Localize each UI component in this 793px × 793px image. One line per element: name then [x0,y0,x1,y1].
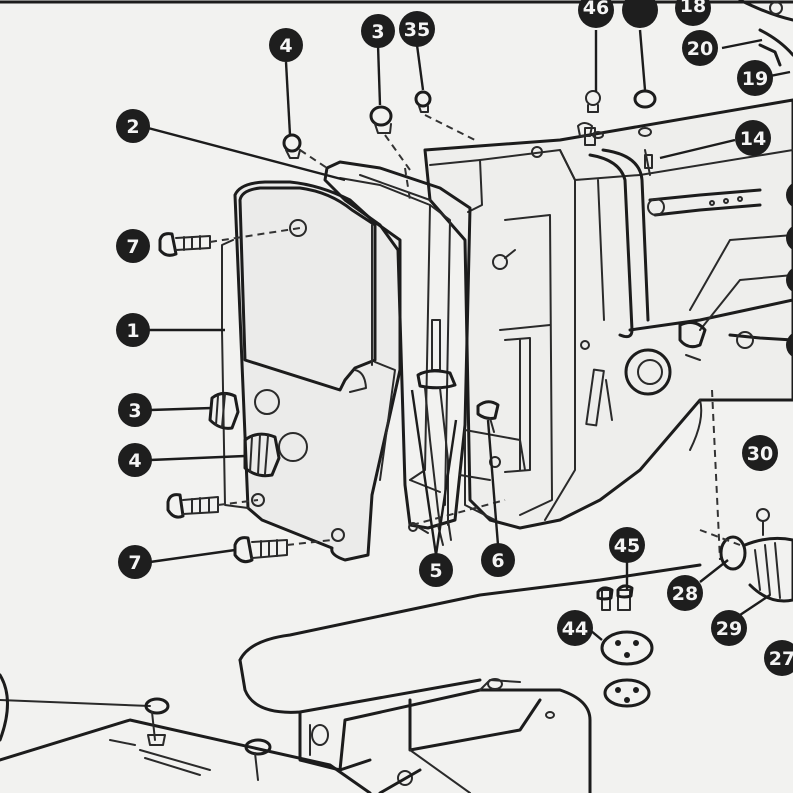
callout-label: 20 [687,38,713,60]
callout-27: 27 [764,640,793,676]
callout-label: 7 [128,552,141,574]
callout-46: 46 [578,0,614,28]
top-right-parts [584,0,793,176]
callout-4-top: 4 [269,28,303,62]
callout-19: 19 [737,60,773,96]
machine-head [423,98,793,530]
needle-bar-assembly [408,319,526,546]
bed-plate-parts [600,589,654,708]
callout-label: 7 [126,236,139,258]
callout-label: 1 [126,320,139,342]
callout-partial-top [622,0,658,28]
callout-29: 29 [711,610,747,646]
callout-3-top: 3 [361,14,395,48]
callout-7-top: 7 [116,229,150,263]
callout-partial-right-3 [786,267,793,293]
callout-partial-right-2 [786,225,793,251]
callout-label: 3 [371,21,384,43]
callout-4-left: 4 [118,443,152,477]
callout-20: 20 [682,30,718,66]
callout-label: 46 [583,0,609,19]
callout-14: 14 [735,120,771,156]
callout-5: 5 [419,553,453,587]
callout-label: 4 [279,35,292,57]
callout-28: 28 [667,575,703,611]
callout-45: 45 [609,527,645,563]
callout-label: 28 [672,583,698,605]
callout-label: 44 [562,618,588,640]
screws [158,90,653,601]
callout-label: 45 [614,535,640,557]
callout-partial-right-1 [786,182,793,208]
leader-lines [147,29,791,641]
stitch-regulator-parts [711,389,793,603]
callout-label: 6 [491,550,504,572]
callout-18: 18 [675,0,711,26]
callout-label: 18 [680,0,706,17]
callout-6: 6 [481,543,515,577]
callout-44: 44 [557,610,593,646]
callout-7-bottom: 7 [118,545,152,579]
callout-partial-right-4 [786,332,793,358]
face-cover-back [221,180,402,562]
callout-label: 35 [404,19,430,41]
callout-label: 29 [716,618,742,640]
callout-3-left: 3 [118,393,152,427]
callout-label: 5 [429,560,442,582]
callout-label: 30 [747,443,773,465]
machine-bed [238,563,702,793]
face-plate-gasket [323,160,472,530]
callout-label: 2 [126,116,139,138]
callout-35: 35 [399,11,435,47]
callout-label: 27 [769,648,793,670]
callout-30: 30 [742,435,778,471]
needle-plate-area [0,673,372,793]
callout-label: 19 [742,68,768,90]
callout-label: 4 [128,450,141,472]
callout-label: 14 [740,128,766,150]
callout-1: 1 [116,313,150,347]
callout-label: 3 [128,400,141,422]
callout-2: 2 [116,109,150,143]
